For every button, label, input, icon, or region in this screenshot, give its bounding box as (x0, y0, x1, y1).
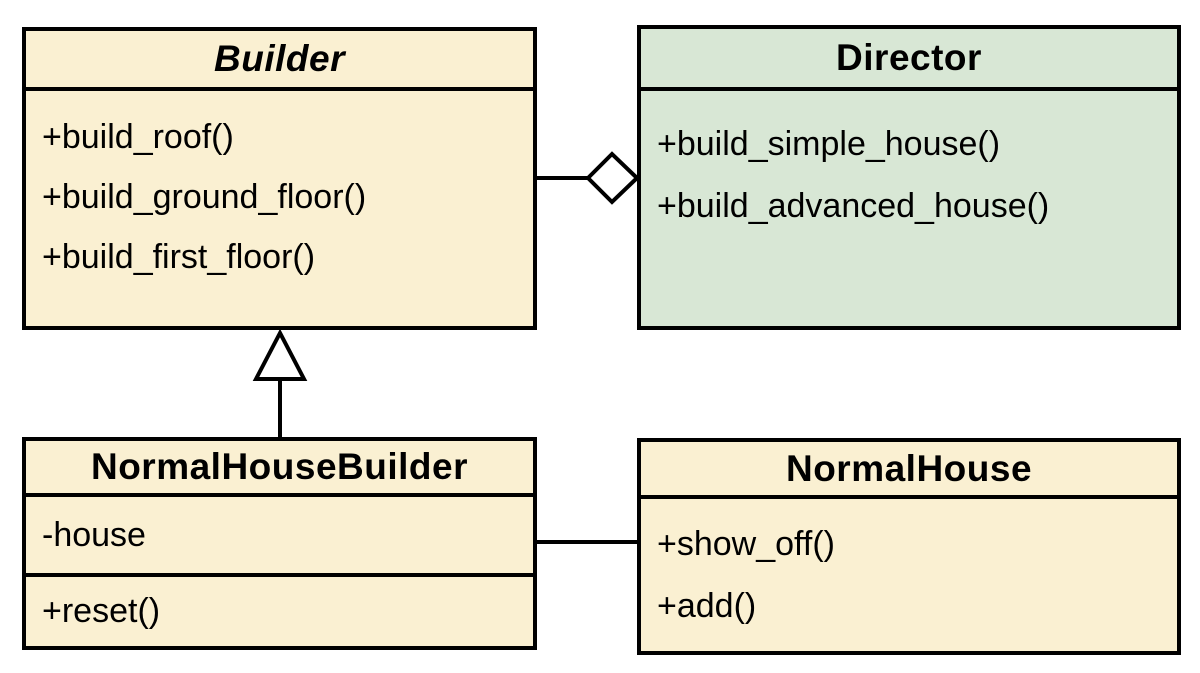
methods-compartment-builder: +build_roof() +build_ground_floor() +bui… (26, 91, 533, 287)
class-title-director: Director (641, 29, 1177, 91)
method-item: +build_first_floor() (42, 237, 316, 276)
method-item: +reset() (42, 592, 161, 630)
class-title-normalhousebuilder: NormalHouseBuilder (26, 441, 533, 497)
class-title-normalhouse: NormalHouse (641, 442, 1177, 499)
class-box-builder: Builder +build_roof() +build_ground_floo… (22, 27, 537, 330)
class-box-normalhousebuilder: NormalHouseBuilder -house +reset() (22, 437, 537, 650)
methods-compartment-normalhousebuilder: +reset() (26, 577, 533, 646)
method-item: +show_off() (657, 524, 835, 563)
attribute-item: -house (42, 515, 146, 554)
class-box-normalhouse: NormalHouse +show_off() +add() (637, 438, 1181, 655)
method-item: +build_simple_house() (657, 124, 1001, 163)
method-item: +build_ground_floor() (42, 177, 367, 216)
method-item: +add() (657, 586, 757, 625)
method-item: +build_advanced_house() (657, 186, 1050, 225)
class-title-builder: Builder (26, 31, 533, 91)
aggregation-diamond-icon (585, 151, 640, 205)
method-item: +build_roof() (42, 117, 234, 156)
methods-compartment-normalhouse: +show_off() +add() (641, 499, 1177, 637)
attributes-compartment-normalhousebuilder: -house (26, 497, 533, 577)
methods-compartment-director: +build_simple_house() +build_advanced_ho… (641, 91, 1177, 237)
class-box-director: Director +build_simple_house() +build_ad… (637, 25, 1181, 330)
inheritance-triangle-icon (252, 328, 308, 381)
